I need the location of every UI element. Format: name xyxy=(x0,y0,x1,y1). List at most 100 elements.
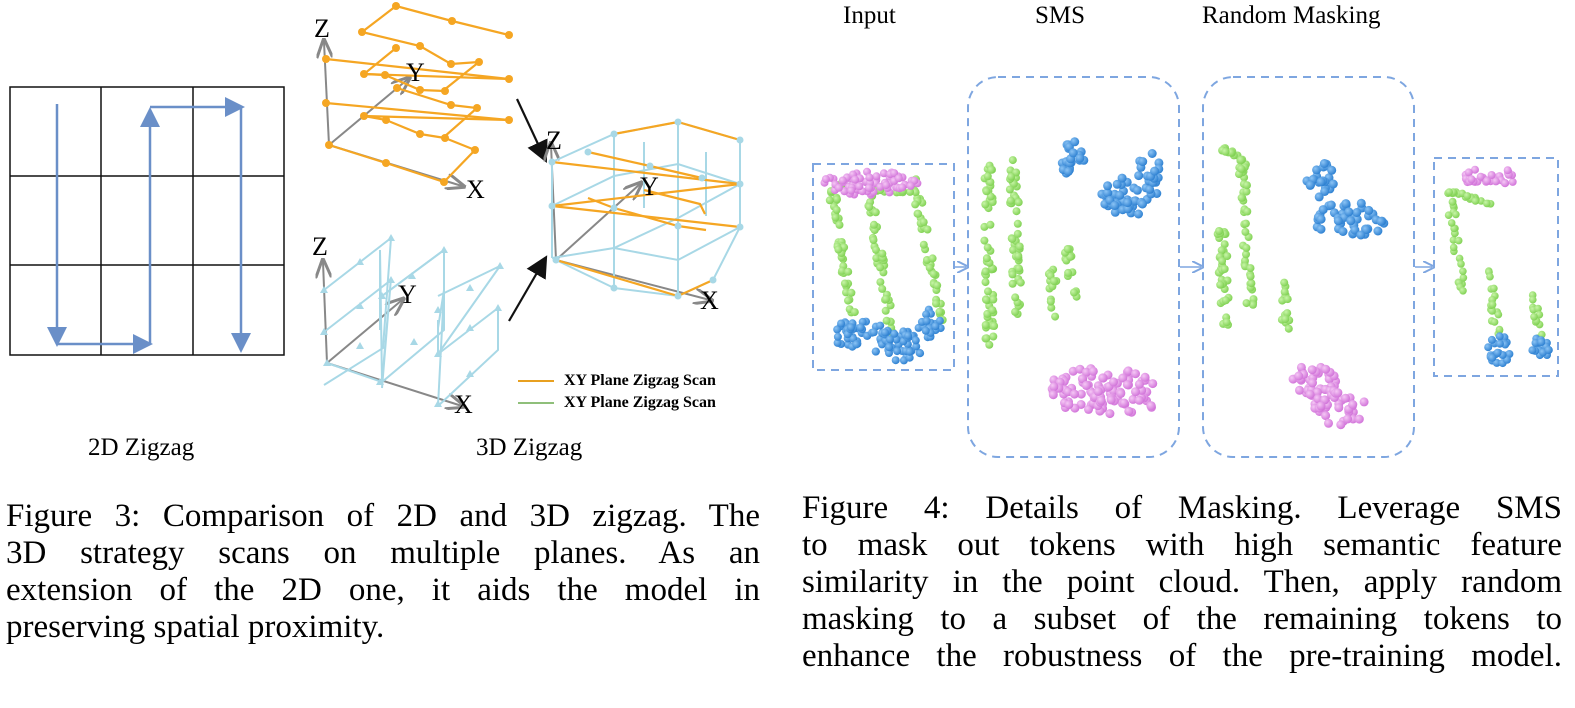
point xyxy=(1445,188,1453,196)
point xyxy=(825,196,834,205)
point xyxy=(1076,389,1086,399)
point xyxy=(1243,207,1252,216)
point xyxy=(1530,313,1538,321)
caption-line: enhance the robustness of the pre-traini… xyxy=(802,638,1562,674)
point xyxy=(876,263,885,272)
rm-top xyxy=(1288,362,1369,430)
point xyxy=(1081,367,1091,377)
point xyxy=(1344,207,1354,217)
point xyxy=(1014,252,1023,260)
point xyxy=(1444,211,1453,219)
point xyxy=(989,332,998,341)
sms-legs xyxy=(980,156,1081,349)
point xyxy=(919,240,928,249)
point xyxy=(834,183,843,192)
point xyxy=(890,329,899,338)
grid xyxy=(9,86,285,356)
point xyxy=(1486,272,1494,281)
column-title-sms: SMS xyxy=(1035,2,1086,29)
random-masking-box xyxy=(1202,76,1415,458)
point xyxy=(1093,386,1103,396)
point xyxy=(834,245,843,254)
point xyxy=(1134,379,1144,389)
xy-plane-scan-diagram xyxy=(300,2,513,200)
point xyxy=(1307,365,1317,375)
point xyxy=(1528,346,1537,355)
point xyxy=(1006,196,1015,205)
point xyxy=(1217,246,1226,255)
caption-line: extension of the 2D one, it aids the mod… xyxy=(6,572,760,608)
axis-label-y-2: Y xyxy=(398,280,417,309)
point xyxy=(1148,379,1158,389)
axis-label-x-2: X xyxy=(454,390,473,419)
point xyxy=(1220,240,1229,249)
point xyxy=(1068,148,1078,158)
point xyxy=(906,181,915,190)
point xyxy=(1490,284,1498,293)
point xyxy=(885,343,894,352)
point xyxy=(1336,420,1346,430)
point xyxy=(881,328,889,337)
point xyxy=(885,335,894,344)
point xyxy=(981,278,990,287)
point xyxy=(1048,390,1058,400)
point xyxy=(1354,414,1364,424)
point xyxy=(1084,404,1093,414)
point xyxy=(1448,198,1457,206)
point xyxy=(1070,389,1079,399)
column-title-random-masking: Random Masking xyxy=(1202,2,1381,29)
point xyxy=(1281,315,1290,324)
point xyxy=(1241,219,1250,228)
point xyxy=(987,165,996,174)
point xyxy=(1537,338,1546,346)
point xyxy=(1316,401,1326,411)
legend-item: XY Plane Zigzag Scan xyxy=(518,392,716,414)
point xyxy=(1147,149,1157,158)
combined-3d-zigzag-diagram xyxy=(550,118,744,310)
point xyxy=(865,202,874,211)
point xyxy=(1123,198,1133,208)
point xyxy=(1459,274,1468,282)
axis-label-z-3: Z xyxy=(546,126,562,155)
point xyxy=(1333,216,1343,226)
point xyxy=(990,322,999,330)
axis-label-z-2: Z xyxy=(312,232,328,261)
point xyxy=(1338,227,1348,236)
point xyxy=(1350,225,1360,235)
point xyxy=(1237,155,1245,164)
point xyxy=(931,322,940,331)
point xyxy=(921,326,930,335)
point xyxy=(840,279,849,288)
point xyxy=(1284,324,1293,333)
point xyxy=(1316,224,1326,234)
point xyxy=(923,225,932,234)
out-legs xyxy=(1444,188,1546,342)
point xyxy=(1494,310,1503,319)
point xyxy=(1493,348,1502,357)
point xyxy=(928,254,937,263)
point xyxy=(989,295,998,304)
point xyxy=(1534,304,1542,313)
point xyxy=(1046,297,1055,306)
point xyxy=(1249,300,1257,309)
point xyxy=(1241,227,1250,236)
point xyxy=(1484,343,1493,352)
point xyxy=(1008,234,1017,243)
point xyxy=(1110,207,1120,217)
point xyxy=(1341,393,1350,403)
label-2d-zigzag: 2D Zigzag xyxy=(88,434,195,461)
point xyxy=(1544,345,1553,354)
point xyxy=(1364,205,1374,215)
point xyxy=(929,270,938,278)
axis-label-x-3: X xyxy=(700,286,719,315)
point xyxy=(980,236,989,245)
point xyxy=(986,220,995,229)
point xyxy=(869,328,878,337)
point xyxy=(1124,406,1134,416)
point xyxy=(1109,377,1118,387)
point xyxy=(865,173,874,182)
figure-4-caption: Figure 4: Details of Masking. Leverage S… xyxy=(802,490,1562,675)
point xyxy=(835,220,844,229)
point xyxy=(1237,193,1246,202)
point xyxy=(905,347,914,356)
